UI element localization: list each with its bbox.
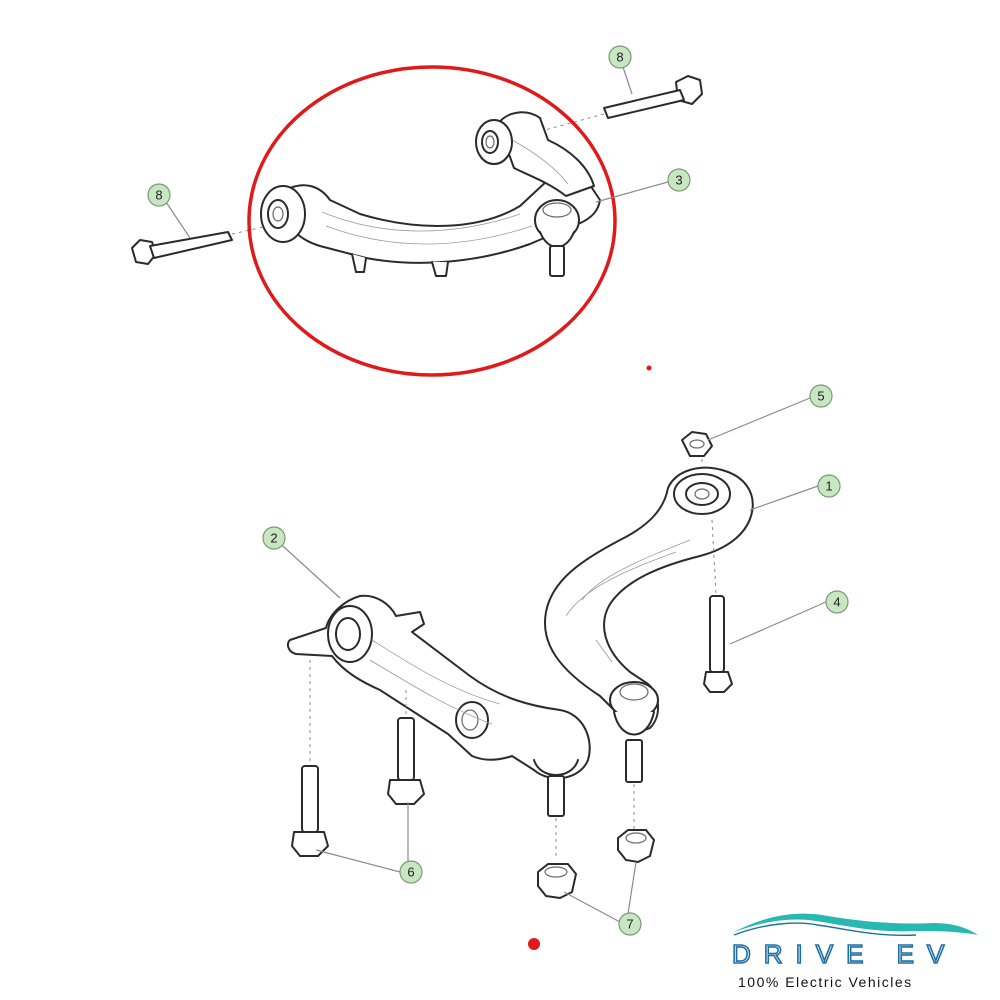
logo-wordmark: DRIVE EV [732,939,957,969]
logo-tagline: 100% Electric Vehicles [738,974,913,990]
callout-2: 2 [262,526,286,550]
callout-5: 5 [809,384,833,408]
callout-7: 7 [618,912,642,936]
callout-4-label: 4 [833,595,840,610]
lower-lateral-arm [287,594,591,860]
callout-3: 3 [667,168,691,192]
bolts-6 [291,660,425,857]
callout-7-label: 7 [626,917,633,932]
marker-dot-lower [528,938,540,950]
callout-8-left: 8 [147,183,171,207]
callout-8-left-label: 8 [155,188,162,203]
bolt-4 [703,595,733,693]
nuts-7 [537,829,655,899]
logo-swoosh [732,913,978,935]
callout-6-label: 6 [407,865,414,880]
hex-nut-5 [681,431,713,457]
leader-lines [161,57,827,923]
callout-3-label: 3 [675,173,682,188]
drive-ev-logo: DRIVE EV 100% Electric Vehicles [731,913,978,990]
highlight-ellipse [247,65,617,377]
marker-dot-upper [646,365,652,371]
curved-control-arm [544,450,754,830]
callout-8-right: 8 [608,45,632,69]
callout-4: 4 [825,590,849,614]
callout-6: 6 [399,860,423,884]
callout-1-label: 1 [825,479,832,494]
upper-control-arm [131,75,703,277]
callout-8-right-label: 8 [616,50,623,65]
callout-2-label: 2 [270,531,277,546]
bolt-left [131,225,269,265]
bolt-right [544,75,703,131]
callout-5-label: 5 [817,389,824,404]
callout-1: 1 [817,474,841,498]
